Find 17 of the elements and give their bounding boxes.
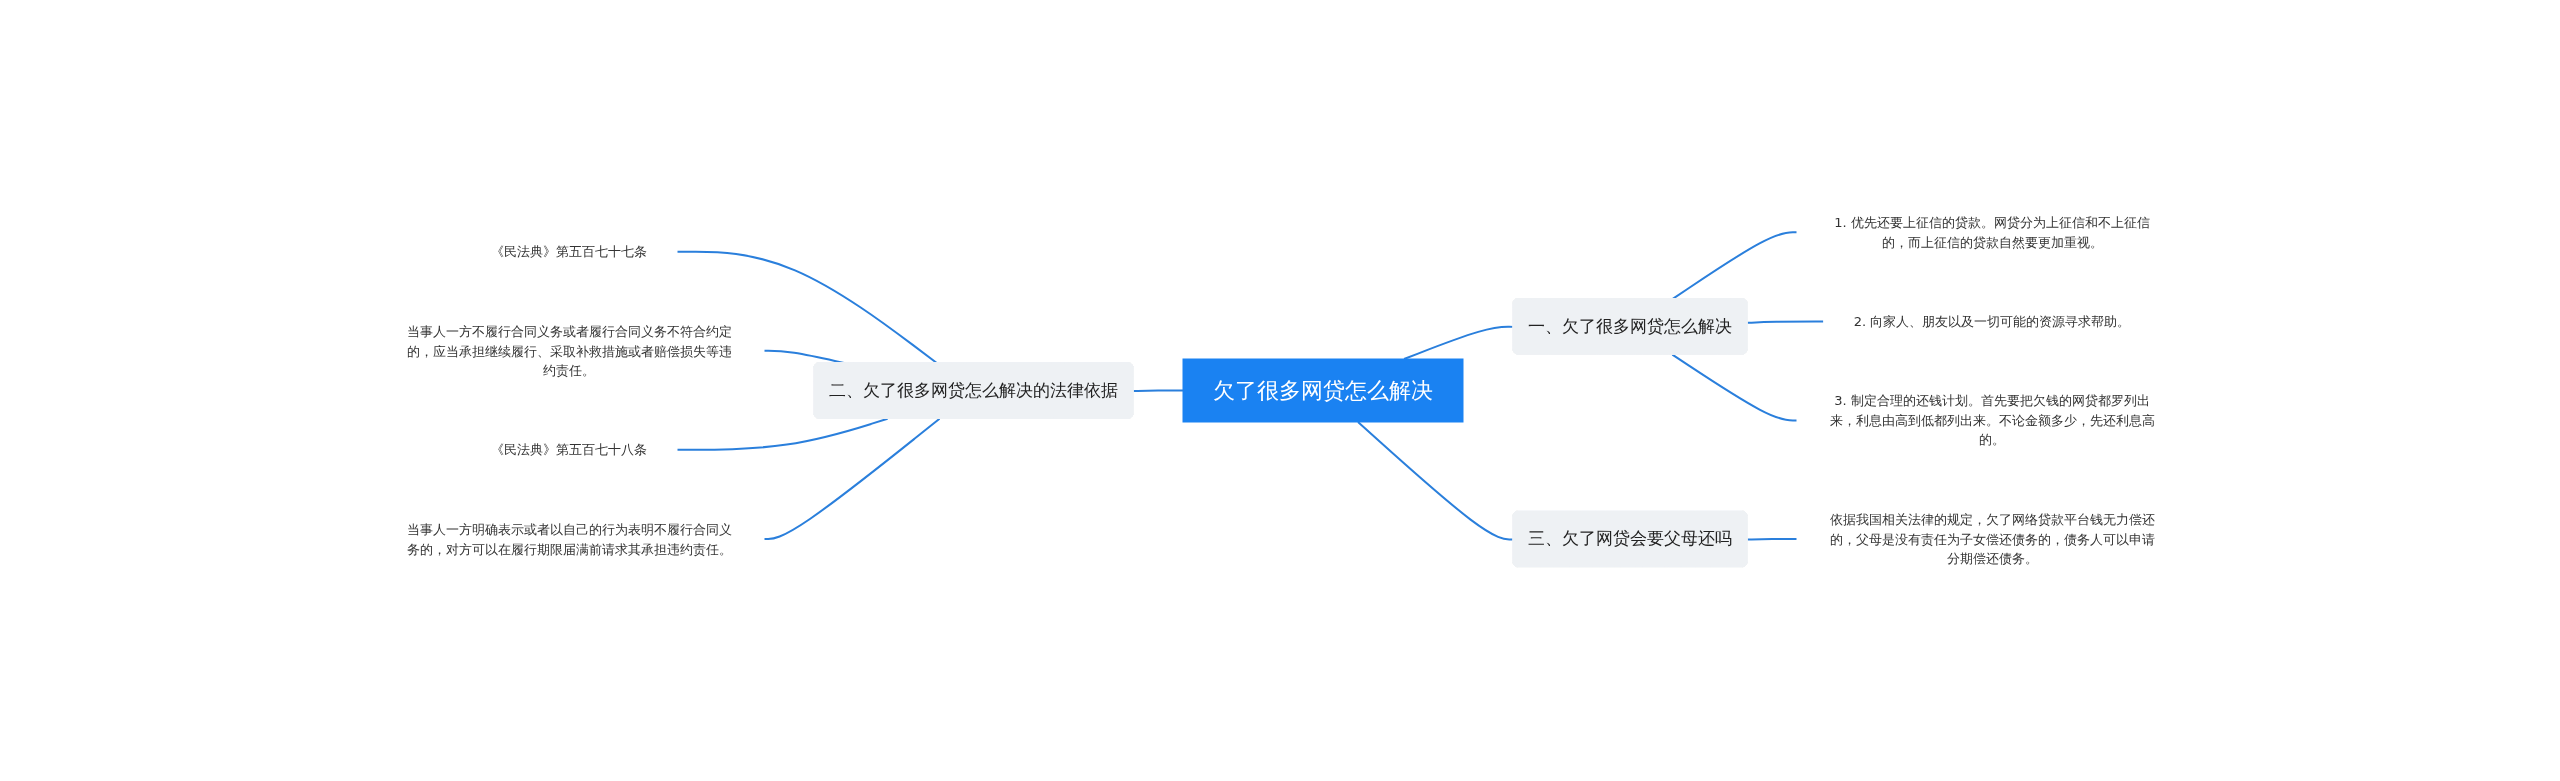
node-box: 欠了很多网贷怎么解决 — [1182, 358, 1463, 423]
connector — [1670, 353, 1798, 422]
node-text: 《民法典》第五百七十八条 — [490, 442, 647, 457]
connector — [1402, 325, 1514, 360]
connector — [1356, 421, 1514, 541]
node-text: 3. 制定合理的还钱计划。首先要把欠钱的网贷都罗列出来，利息由高到低都列出来。不论金额多少，先还利息高的。 — [1829, 393, 2154, 448]
connector — [1746, 320, 1825, 324]
connector — [762, 417, 940, 540]
node-text: 1. 优先还要上征信的贷款。网贷分为上征信和不上征信的，而上征信的贷款自然要更加重视。 — [1833, 214, 2150, 250]
connector — [1132, 389, 1184, 392]
connector — [1746, 538, 1798, 541]
node-text: 当事人一方不履行合同义务或者履行合同义务不符合约定的，应当承担继续履行、采取补救措施或者赔偿损失等违约责任。 — [406, 323, 731, 378]
node-text: 依据我国相关法律的规定，欠了网络贷款平台钱无力偿还的，父母是没有责任为子女偿还债务的，债务人可以申请分期偿还债务。 — [1829, 511, 2154, 566]
node-text: 2. 向家人、朋友以及一切可能的资源寻求帮助。 — [1853, 313, 2130, 329]
node-text: 《民法典》第五百七十七条 — [490, 244, 647, 259]
connector — [675, 417, 889, 451]
node-text: 当事人一方明确表示或者以自己的行为表明不履行合同义务的，对方可以在履行期限届满前请求其承担违约责任。 — [406, 521, 731, 556]
